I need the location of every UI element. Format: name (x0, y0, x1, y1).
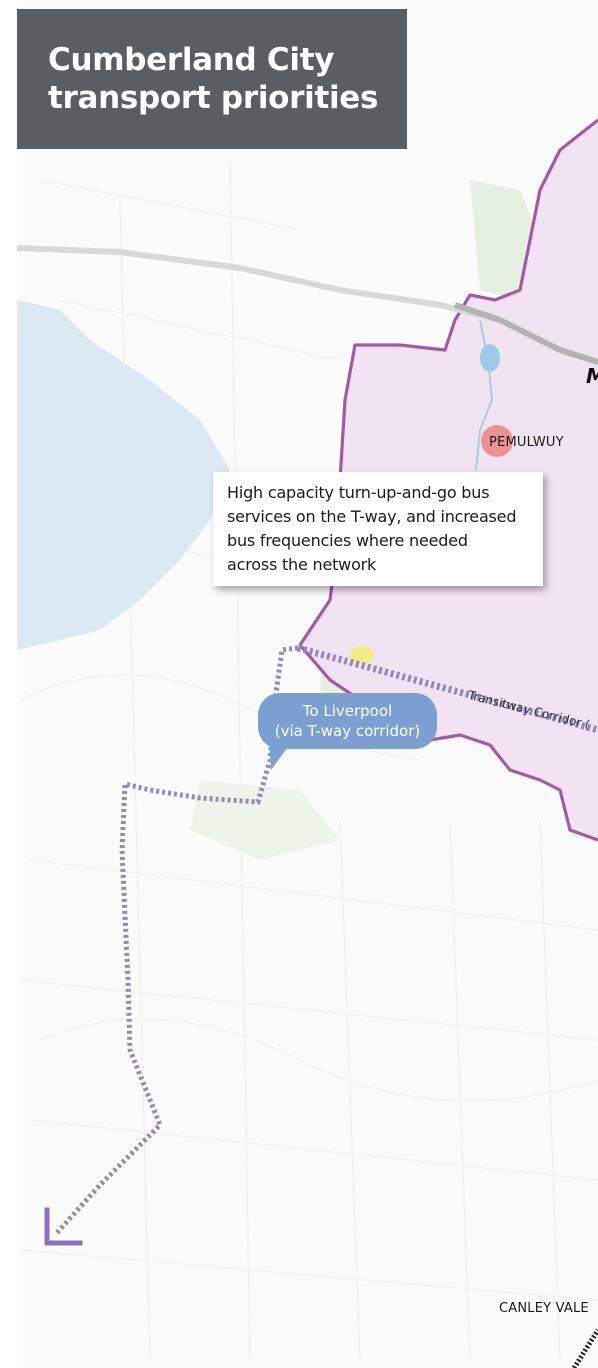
bubble-line-2: (via T-way corridor) (274, 722, 421, 740)
callout-text: High capacity turn-up-and-go bus service… (227, 483, 517, 574)
bus-services-callout: High capacity turn-up-and-go bus service… (213, 472, 543, 586)
page-margin (0, 0, 17, 1368)
pemulwuy-marker-icon (481, 425, 513, 457)
title-line-1: Cumberland City (48, 42, 335, 78)
liverpool-bubble: To Liverpool (via T-way corridor) (258, 693, 437, 749)
place-label-canley-vale: CANLEY VALE (499, 1301, 589, 1316)
edge-place-label: M (586, 364, 598, 388)
liverpool-route (53, 645, 299, 1237)
title-box: Cumberland City transport priorities (17, 9, 407, 149)
site-highlight (350, 646, 374, 664)
place-label-pemulwuy: PEMULWUY (489, 435, 564, 450)
motorway-lga (454, 302, 598, 365)
green-space (190, 780, 340, 860)
transitway-corridor (297, 644, 598, 734)
liverpool-arrow-icon (44, 1207, 83, 1246)
water-body (17, 300, 230, 650)
title-line-2: transport priorities (48, 80, 379, 116)
rail-line (571, 1328, 598, 1368)
bubble-line-1: To Liverpool (302, 702, 393, 720)
pond (480, 344, 500, 372)
